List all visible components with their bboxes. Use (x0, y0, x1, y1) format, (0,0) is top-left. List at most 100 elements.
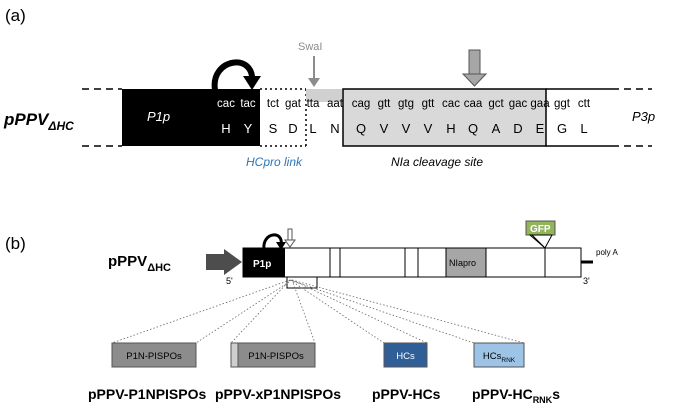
codon-11: caa (464, 98, 483, 110)
construct-name-1: pPPV-xP1NPISPOs (215, 386, 341, 402)
insert-box-label-2: HCs (396, 351, 415, 362)
swai-site-highlight (306, 89, 342, 102)
insert-variants: P1N-PISPOs pPPV-P1NPISPOs P1N-PISPOs pPPV-x… (88, 342, 560, 405)
aminoacid-13: D (513, 121, 522, 136)
fan-line-left-2 (289, 279, 385, 344)
fan-line-right-2 (291, 279, 428, 344)
aminoacid-14: E (536, 121, 545, 136)
construct-name-2: pPPV-HCs (372, 386, 441, 402)
p1p-block (122, 89, 260, 146)
nlapro-label: NIapro (449, 258, 476, 268)
codon-4: tta (307, 98, 320, 110)
hcpro-link-label: HCpro link (246, 155, 303, 169)
construct-name-main-0: pPPV-P1NPISPOs (88, 386, 206, 402)
construct-name-sub-3: RNK (533, 395, 553, 405)
aminoacid-5: N (330, 121, 339, 136)
fan-line-right-1 (291, 279, 316, 344)
gfp-marker-edge (531, 234, 546, 249)
construct-name-main-3: pPPV-HC (472, 386, 533, 402)
insert-box-label-main-2: HCs (396, 351, 415, 362)
panel-a-construct-label: pPPVΔHC (3, 110, 74, 133)
insert-box-0 (111, 342, 197, 368)
construct-name-0: pPPV-P1NPISPOs (88, 386, 206, 402)
fan-line-right-0 (195, 279, 293, 344)
construct-main: pPPV (3, 110, 50, 129)
codon-0: cac (217, 98, 235, 110)
promoter-arrow (206, 249, 242, 275)
fan-line-left-1 (230, 279, 291, 344)
construct-name-main-2: pPPV-HCs (372, 386, 441, 402)
aminoacid-12: A (492, 121, 501, 136)
insert-box-label-0: P1N-PISPOs (126, 351, 182, 362)
codon-13: gac (509, 98, 528, 110)
aminoacid-15: G (557, 121, 567, 136)
aminoacid-0: H (221, 121, 230, 136)
swai-small-arrow-head (284, 239, 296, 248)
aminoacid-16: L (580, 121, 587, 136)
insert-box-label-sub-3: RNK (501, 357, 515, 364)
three-prime-label: 3' (583, 276, 590, 286)
insert-box-extra-segment-1 (230, 342, 239, 368)
nia-cleavage-block (342, 88, 547, 147)
nia-cleavage-site-label: NIa cleavage site (391, 155, 483, 169)
construct-name-3: pPPV-HCRNKs (472, 386, 560, 405)
aminoacid-11: Q (468, 121, 478, 136)
aminoacid-9: V (424, 121, 433, 136)
five-prime-label: 5' (226, 276, 233, 286)
panel-b-construct-label: pPPVΔHC (108, 253, 171, 274)
insert-box-1 (230, 342, 316, 368)
nia-cleavage-arrow-shaft (468, 49, 481, 75)
p1p-label: P1p (147, 109, 170, 124)
panel-b-label: (b) (5, 234, 26, 253)
p3p-label: P3p (632, 109, 655, 124)
aminoacid-8: V (402, 121, 411, 136)
insert-box-label-1: P1N-PISPOs (248, 351, 304, 362)
aminoacid-3: D (288, 121, 297, 136)
construct-b-main: pPPV (108, 253, 147, 270)
construct-name-main-1: pPPV-xP1NPISPOs (215, 386, 341, 402)
codon-16: ctt (578, 98, 591, 110)
p1p-label-b: P1p (253, 259, 271, 270)
insert-box-3 (473, 342, 525, 368)
codon-15: ggt (554, 98, 571, 110)
codon-9: gtt (422, 98, 436, 110)
codon-1: tac (240, 98, 256, 110)
insert-box-label-main-3: HCs (483, 351, 502, 362)
aminoacid-4: L (309, 121, 316, 136)
panel-a-label: (a) (5, 6, 26, 25)
insert-box-label-main-1: P1N-PISPOs (248, 351, 304, 362)
codon-10: cac (442, 98, 460, 110)
cleavage-curved-arrowhead-b (276, 242, 286, 250)
polya-label: poly A (596, 248, 618, 257)
fan-line-right-3 (291, 279, 525, 344)
aminoacid-7: V (380, 121, 389, 136)
construct-sub: ΔHC (47, 119, 74, 133)
fan-line-left-3 (289, 279, 475, 344)
codon-5: aat (327, 98, 344, 110)
fan-line-left-0 (111, 279, 291, 344)
swai-label: SwaI (298, 41, 322, 53)
codon-8: gtg (398, 98, 414, 110)
construct-b-sub: ΔHC (147, 262, 171, 274)
aminoacid-6: Q (356, 121, 366, 136)
cleavage-curved-arrowhead (243, 76, 261, 90)
insert-box-label-3: HCsRNK (483, 351, 516, 364)
codon-3: gat (285, 98, 302, 110)
insertion-site-box (286, 276, 318, 289)
nia-cleavage-arrow-head (461, 73, 488, 87)
nlapro-block (445, 247, 487, 278)
cleavage-curved-arrow-b (262, 233, 283, 250)
cleavage-curved-arrow (211, 59, 256, 91)
p1p-block-b (243, 248, 285, 277)
insert-box-2 (383, 342, 428, 368)
insertion-fan-lines (111, 279, 525, 344)
aminoacid-1: Y (244, 121, 253, 136)
codon-14: gaa (530, 98, 550, 110)
aminoacid-10: H (446, 121, 455, 136)
aminoacid-2: S (269, 121, 278, 136)
genome-bar (242, 247, 582, 278)
insert-box-label-main-0: P1N-PISPOs (126, 351, 182, 362)
